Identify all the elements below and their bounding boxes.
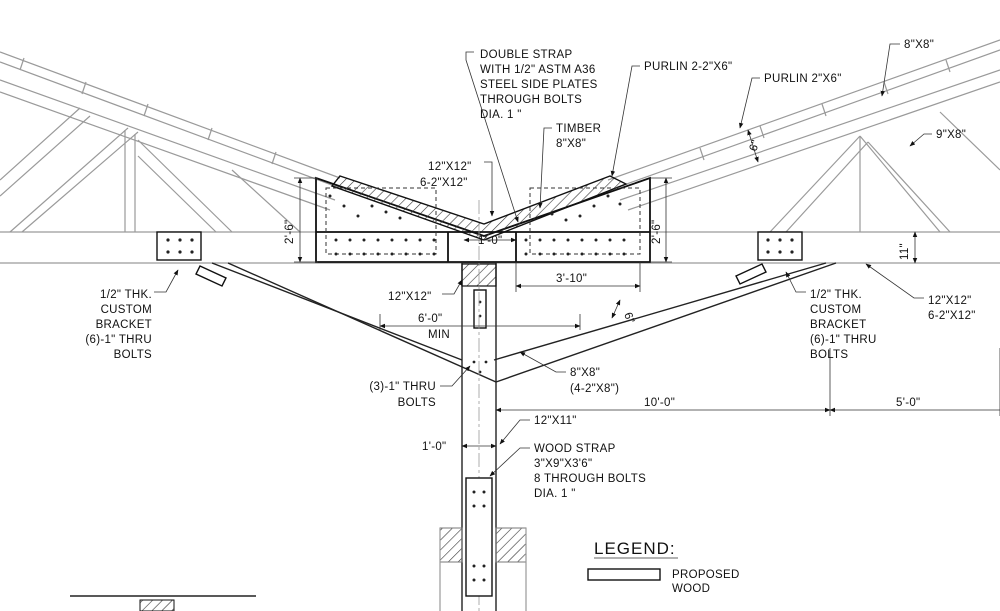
label-dim-10-0: 10'-0": [644, 397, 675, 409]
label-right-9x8: 9"X8": [936, 129, 966, 141]
plate-bolt-dots: [328, 194, 626, 256]
strut-right: [493, 262, 837, 383]
double-strap-line-2: WITH 1/2" ASTM A36: [480, 64, 596, 76]
legend-title: LEGEND:: [594, 539, 676, 558]
label-timber: TIMBER 8"X8": [556, 123, 601, 150]
thru-bolts-line-2: BOLTS: [398, 397, 436, 409]
left-bracket-line-2: CUSTOM: [101, 304, 152, 316]
roof-truss-left: [0, 51, 341, 233]
label-dim-3-10: 3'-10": [556, 273, 587, 285]
dimension-lines: [294, 129, 1000, 449]
label-dim-1-0-post: 1'-0": [422, 441, 446, 453]
thru-bolts-line-1: (3)-1" THRU: [369, 381, 436, 393]
label-dim-6-strut: 6": [621, 311, 636, 326]
wood-strap-line-3: 8 THROUGH BOLTS: [534, 473, 646, 485]
label-post-12x11: 12"X11": [534, 415, 577, 427]
label-strut-8x8: 8"X8" (4-2"X8"): [570, 367, 619, 395]
strut-left: [211, 262, 497, 383]
dim-6-0-line-2: MIN: [428, 329, 450, 341]
wood-strap-line-2: 3"X9"X3'6": [534, 458, 592, 470]
label-beam-12x12: 12"X12" 6-2"X12": [420, 161, 472, 189]
legend-proposed-wood-swatch: [587, 568, 661, 581]
beam-12x12-line-1: 12"X12": [428, 161, 472, 173]
strut-8x8-line-1: 8"X8": [570, 367, 600, 379]
label-dim-6-roof: 6": [748, 139, 763, 154]
roof-purlin-ticks-left: [19, 57, 277, 165]
left-bracket-line-4: (6)-1" THRU: [85, 334, 152, 346]
double-strap-line-1: DOUBLE STRAP: [480, 49, 572, 61]
wood-strap: [465, 477, 493, 597]
timber-line-2: 8"X8": [556, 138, 586, 150]
right-bracket-line-1: 1/2" THK.: [810, 289, 862, 301]
legend-item-line-1: PROPOSED: [672, 569, 740, 581]
wood-strap-line-1: WOOD STRAP: [534, 443, 616, 455]
center-v-assembly: [315, 175, 651, 263]
leader-lines: [154, 43, 932, 477]
dim-6-0-line-1: 6'-0": [418, 313, 442, 325]
right-custom-bracket: [735, 231, 803, 285]
label-double-strap: DOUBLE STRAP WITH 1/2" ASTM A36 STEEL SI…: [480, 49, 598, 121]
label-right-bracket: 1/2" THK. CUSTOM BRACKET (6)-1" THRU BOL…: [810, 289, 877, 361]
double-strap-line-3: STEEL SIDE PLATES: [480, 79, 598, 91]
right-12x12-line-1: 12"X12": [928, 295, 972, 307]
beam-12x12-line-2: 6-2"X12": [420, 177, 468, 189]
roof-purlin-ticks-right: [699, 59, 951, 161]
right-bracket-line-5: BOLTS: [810, 349, 848, 361]
right-bracket-line-4: (6)-1" THRU: [810, 334, 877, 346]
label-dim-11: 11": [899, 243, 911, 260]
left-bracket-line-1: 1/2" THK.: [100, 289, 152, 301]
bottom-left-detail: [70, 595, 256, 611]
label-wood-strap: WOOD STRAP 3"X9"X3'6" 8 THROUGH BOLTS DI…: [534, 443, 646, 500]
label-purlin-2-2x6: PURLIN 2-2"X6": [644, 61, 732, 73]
left-custom-bracket: [156, 231, 227, 287]
legend-item-line-2: WOOD: [672, 583, 710, 595]
timber-line-1: TIMBER: [556, 123, 601, 135]
right-bracket-line-3: BRACKET: [810, 319, 866, 331]
label-dim-5-0: 5'-0": [896, 397, 920, 409]
label-purlin-2x6: PURLIN 2"X6": [764, 73, 842, 85]
double-strap-line-5: DIA. 1 ": [480, 109, 522, 121]
strut-8x8-line-2: (4-2"X8"): [570, 383, 619, 395]
wood-strap-line-4: DIA. 1 ": [534, 488, 576, 500]
right-bracket-line-2: CUSTOM: [810, 304, 861, 316]
roof-truss-right: [607, 39, 1000, 233]
label-dim-2-6-left: 2'-6": [284, 220, 296, 244]
label-thru-bolts-3: (3)-1" THRU BOLTS: [369, 381, 436, 409]
label-dim-2-6-right: 2'-6": [651, 220, 663, 244]
left-bracket-line-3: BRACKET: [96, 319, 152, 331]
double-strap-line-4: THROUGH BOLTS: [480, 94, 582, 106]
label-left-bracket: 1/2" THK. CUSTOM BRACKET (6)-1" THRU BOL…: [85, 289, 152, 361]
label-dim-6-0-min: 6'-0" MIN: [418, 313, 450, 341]
footing: [439, 527, 527, 611]
label-right-12x12: 12"X12" 6-2"X12": [928, 295, 976, 322]
label-post-12x12: 12"X12": [388, 291, 432, 303]
label-top-8x8: 8"X8": [904, 39, 934, 51]
left-bracket-line-5: BOLTS: [114, 349, 152, 361]
legend: LEGEND: PROPOSED WOOD: [587, 539, 740, 595]
right-12x12-line-2: 6-2"X12": [928, 310, 976, 322]
label-dim-1-0-center: 1'-0": [478, 235, 502, 247]
